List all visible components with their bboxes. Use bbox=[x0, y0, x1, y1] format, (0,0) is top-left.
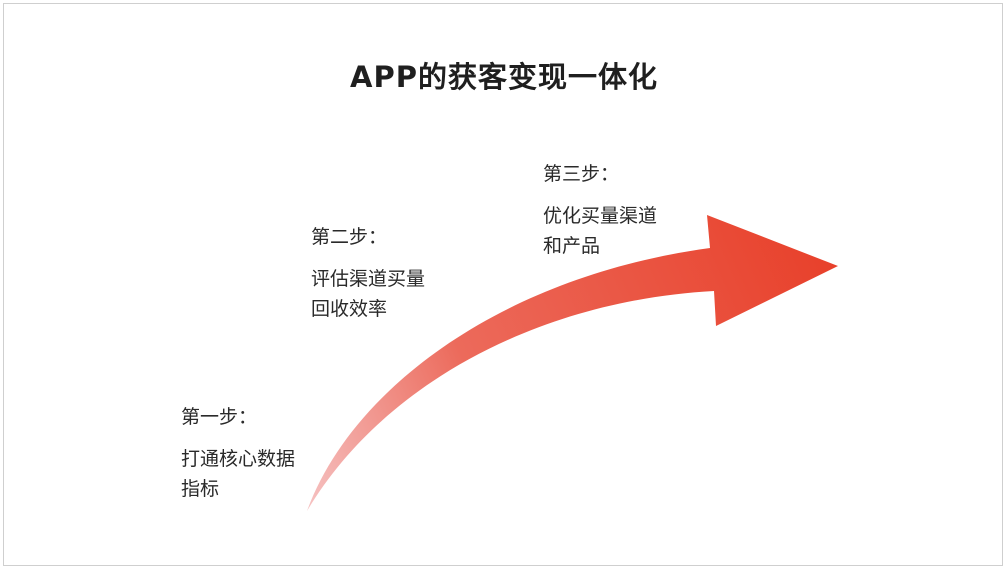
step-2-desc-line: 回收效率 bbox=[311, 298, 388, 320]
step-2-label: 第二步： bbox=[311, 226, 388, 248]
step-2: 第二步： 评估渠道买量 回收效率 bbox=[311, 222, 425, 324]
step-1-label: 第一步： bbox=[181, 406, 258, 428]
step-3-desc-line: 优化买量渠道 bbox=[543, 205, 658, 227]
diagram-title: APP的获客变现一体化 bbox=[350, 60, 658, 94]
step-2-desc-line: 评估渠道买量 bbox=[311, 268, 426, 290]
step-1-desc-line: 打通核心数据 bbox=[181, 448, 296, 470]
step-1: 第一步： 打通核心数据 指标 bbox=[181, 402, 295, 504]
step-3-desc-line: 和产品 bbox=[543, 235, 601, 257]
step-1-desc-line: 指标 bbox=[181, 478, 220, 500]
step-2-description: 评估渠道买量 回收效率 bbox=[311, 264, 425, 324]
step-1-description: 打通核心数据 指标 bbox=[181, 444, 295, 504]
step-3-label: 第三步： bbox=[543, 163, 620, 185]
step-3-description: 优化买量渠道 和产品 bbox=[543, 201, 657, 261]
step-3: 第三步： 优化买量渠道 和产品 bbox=[543, 159, 657, 261]
